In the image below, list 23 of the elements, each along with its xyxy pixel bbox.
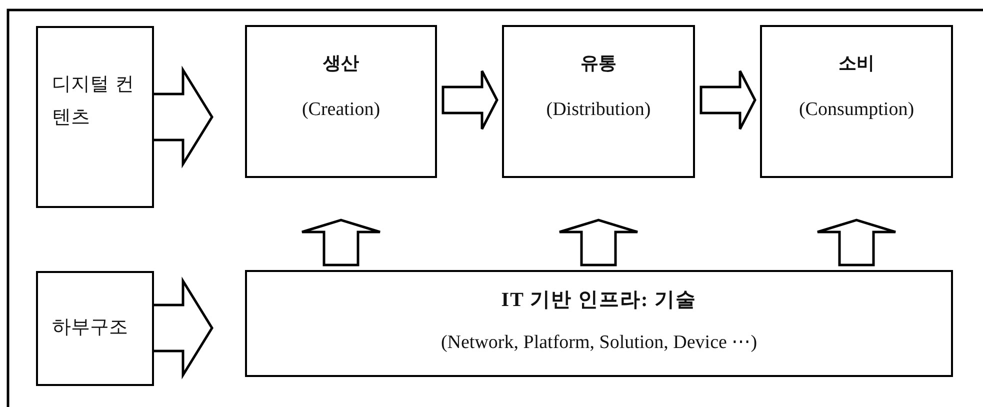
block-arrow: [152, 276, 214, 380]
label-box: [36, 26, 154, 208]
box-subtitle: (Network, Platform, Solution, Device ⋯): [440, 331, 758, 354]
box-subtitle: (Consumption): [798, 99, 916, 121]
process-box: [245, 25, 437, 178]
block-arrow: [700, 70, 756, 130]
box-subtitle: (Creation): [300, 99, 382, 121]
label-box: [36, 271, 154, 386]
box-label: 디지털 컨텐츠: [52, 72, 136, 130]
block-arrow: [152, 66, 214, 168]
box-title: 유통: [580, 52, 618, 75]
block-arrow: [300, 218, 382, 266]
box-title: 생산: [322, 52, 360, 75]
process-box: [760, 25, 953, 178]
process-box: [502, 25, 695, 178]
block-arrow: [816, 218, 897, 266]
block-arrow: [442, 70, 498, 130]
box-title: 소비: [838, 52, 876, 75]
process-box: [245, 270, 953, 377]
block-arrow: [558, 218, 639, 266]
box-subtitle: (Distribution): [545, 99, 652, 121]
box-title: IT 기반 인프라: 기술: [500, 288, 698, 313]
box-label: 하부구조: [52, 315, 129, 340]
